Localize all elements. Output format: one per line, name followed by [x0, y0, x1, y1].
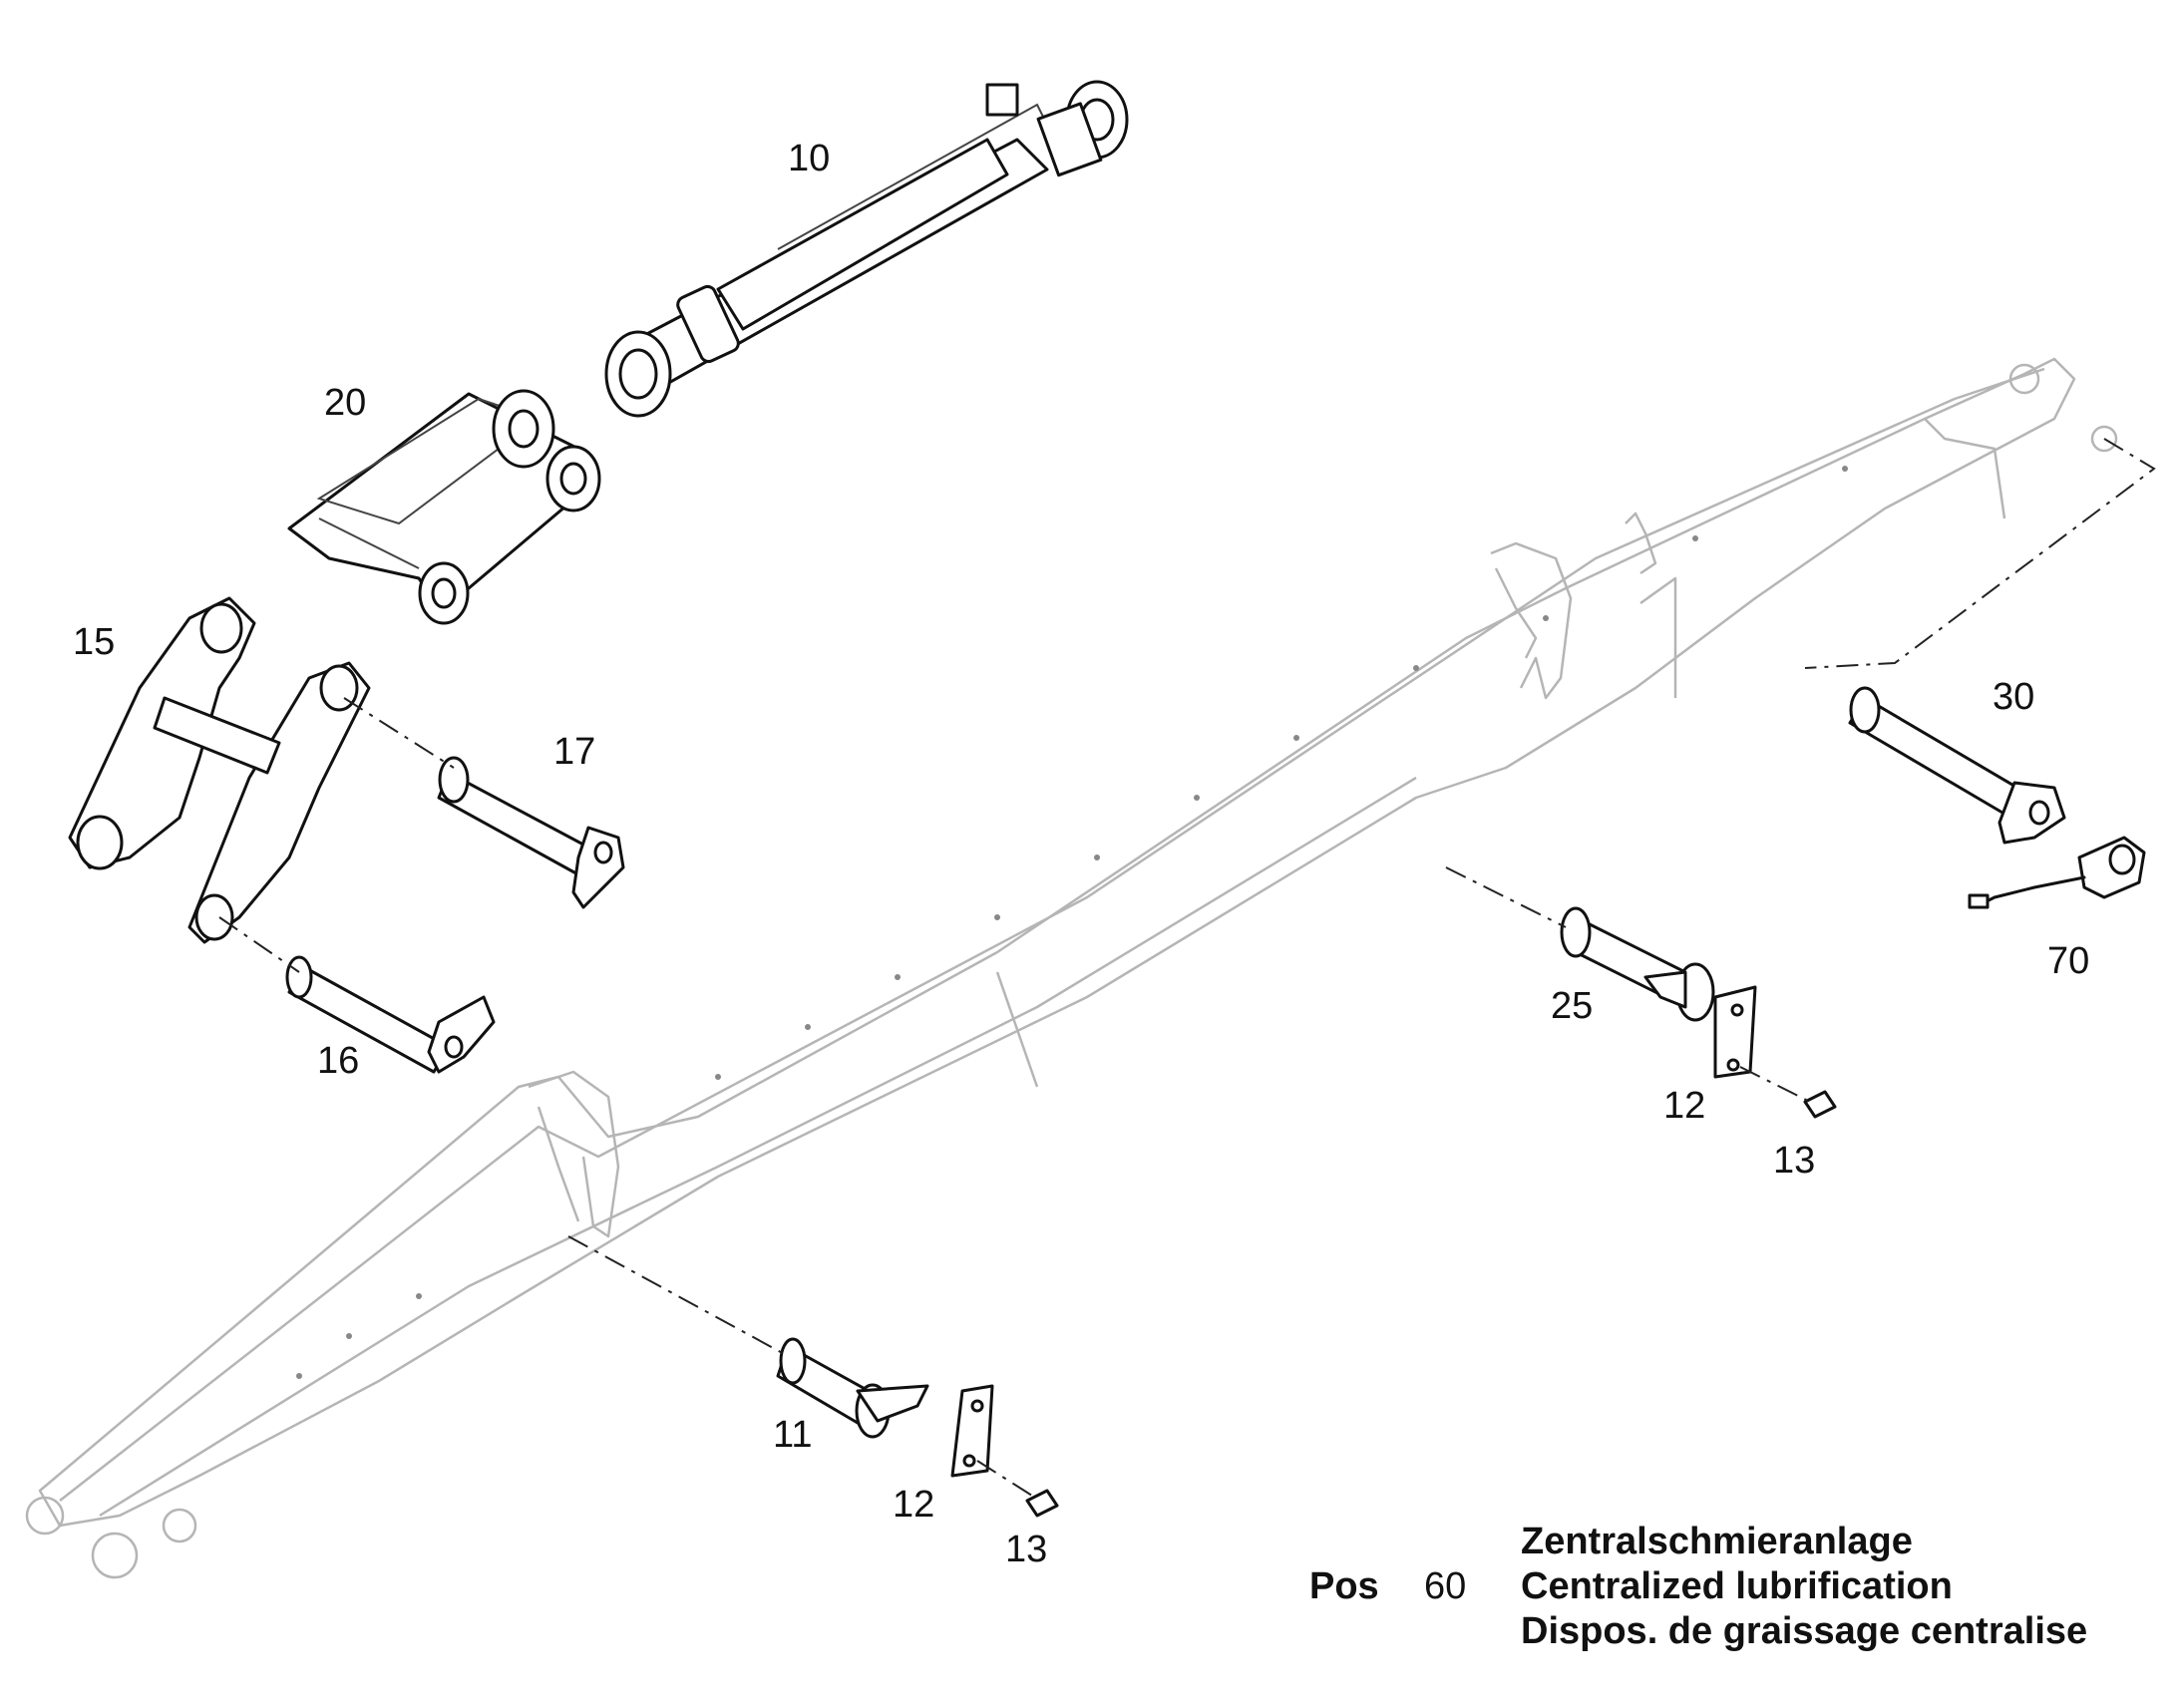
linkage-levers: [68, 596, 371, 944]
callout-13-lower: 13: [1005, 1529, 1048, 1570]
legend-line-en: Centralized lubrification: [1521, 1565, 1953, 1607]
link-frame: [287, 389, 601, 625]
legend-pos-number: 60: [1424, 1565, 1467, 1607]
plate-12-upper: [1713, 985, 1757, 1079]
legend-line-de: Zentralschmieranlage: [1521, 1521, 1913, 1562]
callout-11: 11: [773, 1414, 813, 1456]
pin-17: [437, 756, 625, 909]
callout-70: 70: [2047, 940, 2090, 982]
callout-16: 16: [317, 1040, 360, 1082]
legend-line-fr: Dispos. de graissage centralise: [1521, 1610, 2088, 1652]
bolt-13-upper: [1803, 1090, 1837, 1119]
assembly-lines: [218, 438, 2156, 1497]
hydraulic-cylinder: [604, 80, 1129, 418]
bolt-13-lower: [1025, 1489, 1059, 1518]
pin-25: [1560, 906, 1715, 1022]
lube-connector: [1968, 836, 2146, 909]
boom-arm: [25, 357, 2118, 1579]
callout-12-upper: 12: [1663, 1085, 1706, 1127]
callout-15: 15: [73, 621, 116, 663]
callout-30: 30: [1993, 676, 2035, 718]
callout-20: 20: [324, 382, 367, 424]
pin-11: [776, 1337, 929, 1439]
plate-12-lower: [950, 1384, 994, 1478]
pin-30: [1848, 686, 2066, 845]
callout-13-upper: 13: [1773, 1140, 1816, 1182]
legend-pos-label: Pos: [1309, 1565, 1379, 1607]
pin-16: [285, 955, 496, 1074]
callout-12-lower: 12: [893, 1484, 935, 1526]
callout-10: 10: [788, 138, 831, 179]
callout-17: 17: [553, 731, 596, 773]
callout-25: 25: [1551, 985, 1594, 1027]
